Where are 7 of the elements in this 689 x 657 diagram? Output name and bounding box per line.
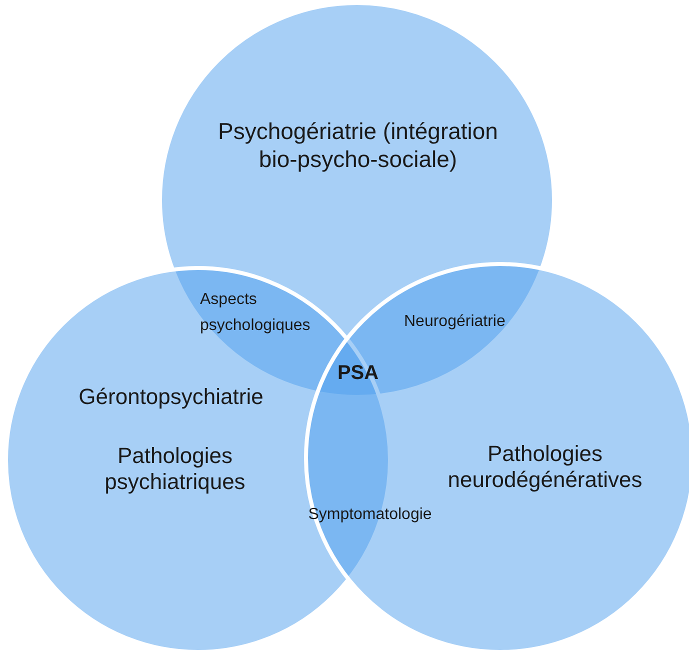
circle-label: Pathologies psychiatriques <box>104 443 246 496</box>
circle-label: Psychogériatrie (intégration bio-psycho-sociale) <box>217 118 499 174</box>
overlap-label: Aspects psychologiques <box>200 290 312 336</box>
overlap-label: Neurogériatrie <box>404 312 506 332</box>
circle-label: Pathologies neurodégénératives <box>446 441 644 494</box>
center-label: PSA <box>336 361 380 386</box>
circle-label: Gérontopsychiatrie <box>78 384 264 410</box>
